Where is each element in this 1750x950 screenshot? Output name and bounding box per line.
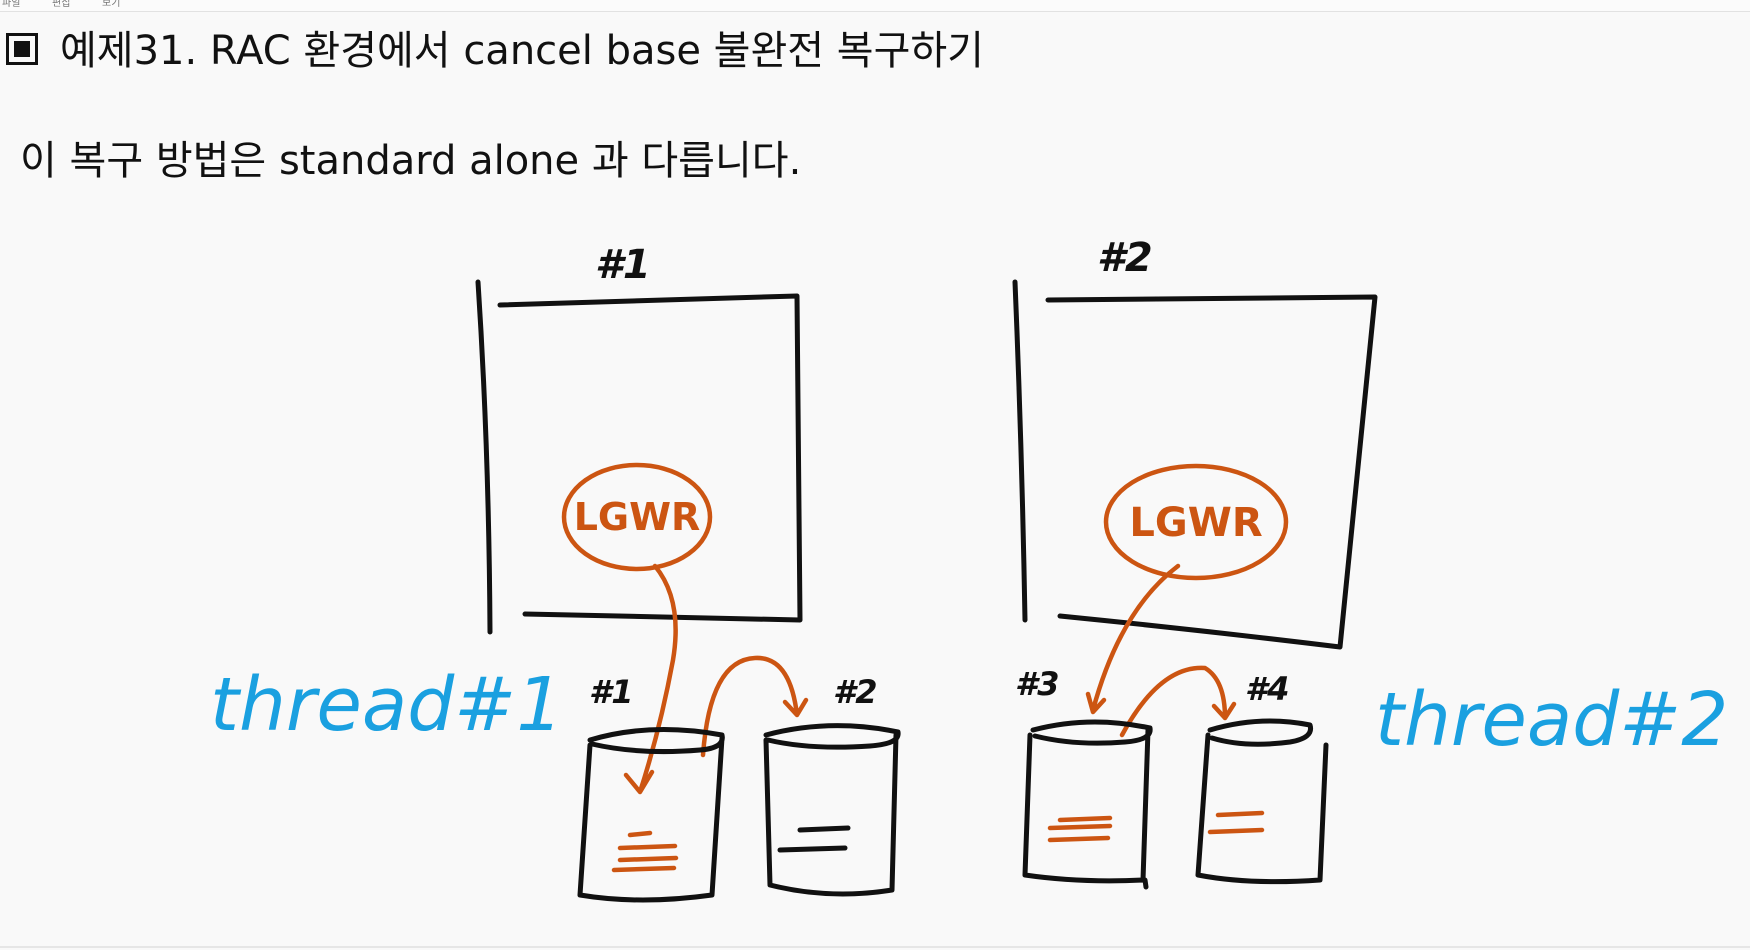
redo-log-label: #4 xyxy=(1245,670,1290,708)
redo-log-content xyxy=(614,833,676,870)
lgwr-write-arrow xyxy=(1088,566,1178,712)
redo-log-label: #3 xyxy=(1015,665,1060,703)
redo-log-label: #1 xyxy=(589,673,634,711)
redo-log-group: #4 xyxy=(1198,670,1326,882)
redo-log-content xyxy=(1210,813,1262,832)
redo-log-group: #3 xyxy=(1015,665,1150,887)
redo-log-cylinder xyxy=(1198,721,1326,882)
instance-label: #1 xyxy=(595,242,651,288)
redo-log-label: #2 xyxy=(833,673,878,711)
lgwr-process: LGWR xyxy=(1106,466,1286,578)
instance-label: #2 xyxy=(1097,235,1153,281)
lgwr-label: LGWR xyxy=(574,495,701,539)
page-bottom-divider xyxy=(0,946,1750,948)
redo-log-content xyxy=(780,828,848,850)
redo-log-content xyxy=(1050,818,1110,840)
redo-log-group: #1 xyxy=(580,673,722,900)
redo-log-cylinder xyxy=(766,726,898,894)
lgwr-process: LGWR xyxy=(564,465,710,569)
log-switch-arrow xyxy=(703,658,806,755)
lgwr-label: LGWR xyxy=(1129,500,1262,546)
redo-log-cylinder xyxy=(1025,722,1150,887)
instance-box xyxy=(478,282,800,632)
thread-label: thread#1 xyxy=(210,662,563,748)
thread-label: thread#2 xyxy=(1375,677,1728,763)
instance-2: #2 LGWR xyxy=(1015,235,1375,735)
